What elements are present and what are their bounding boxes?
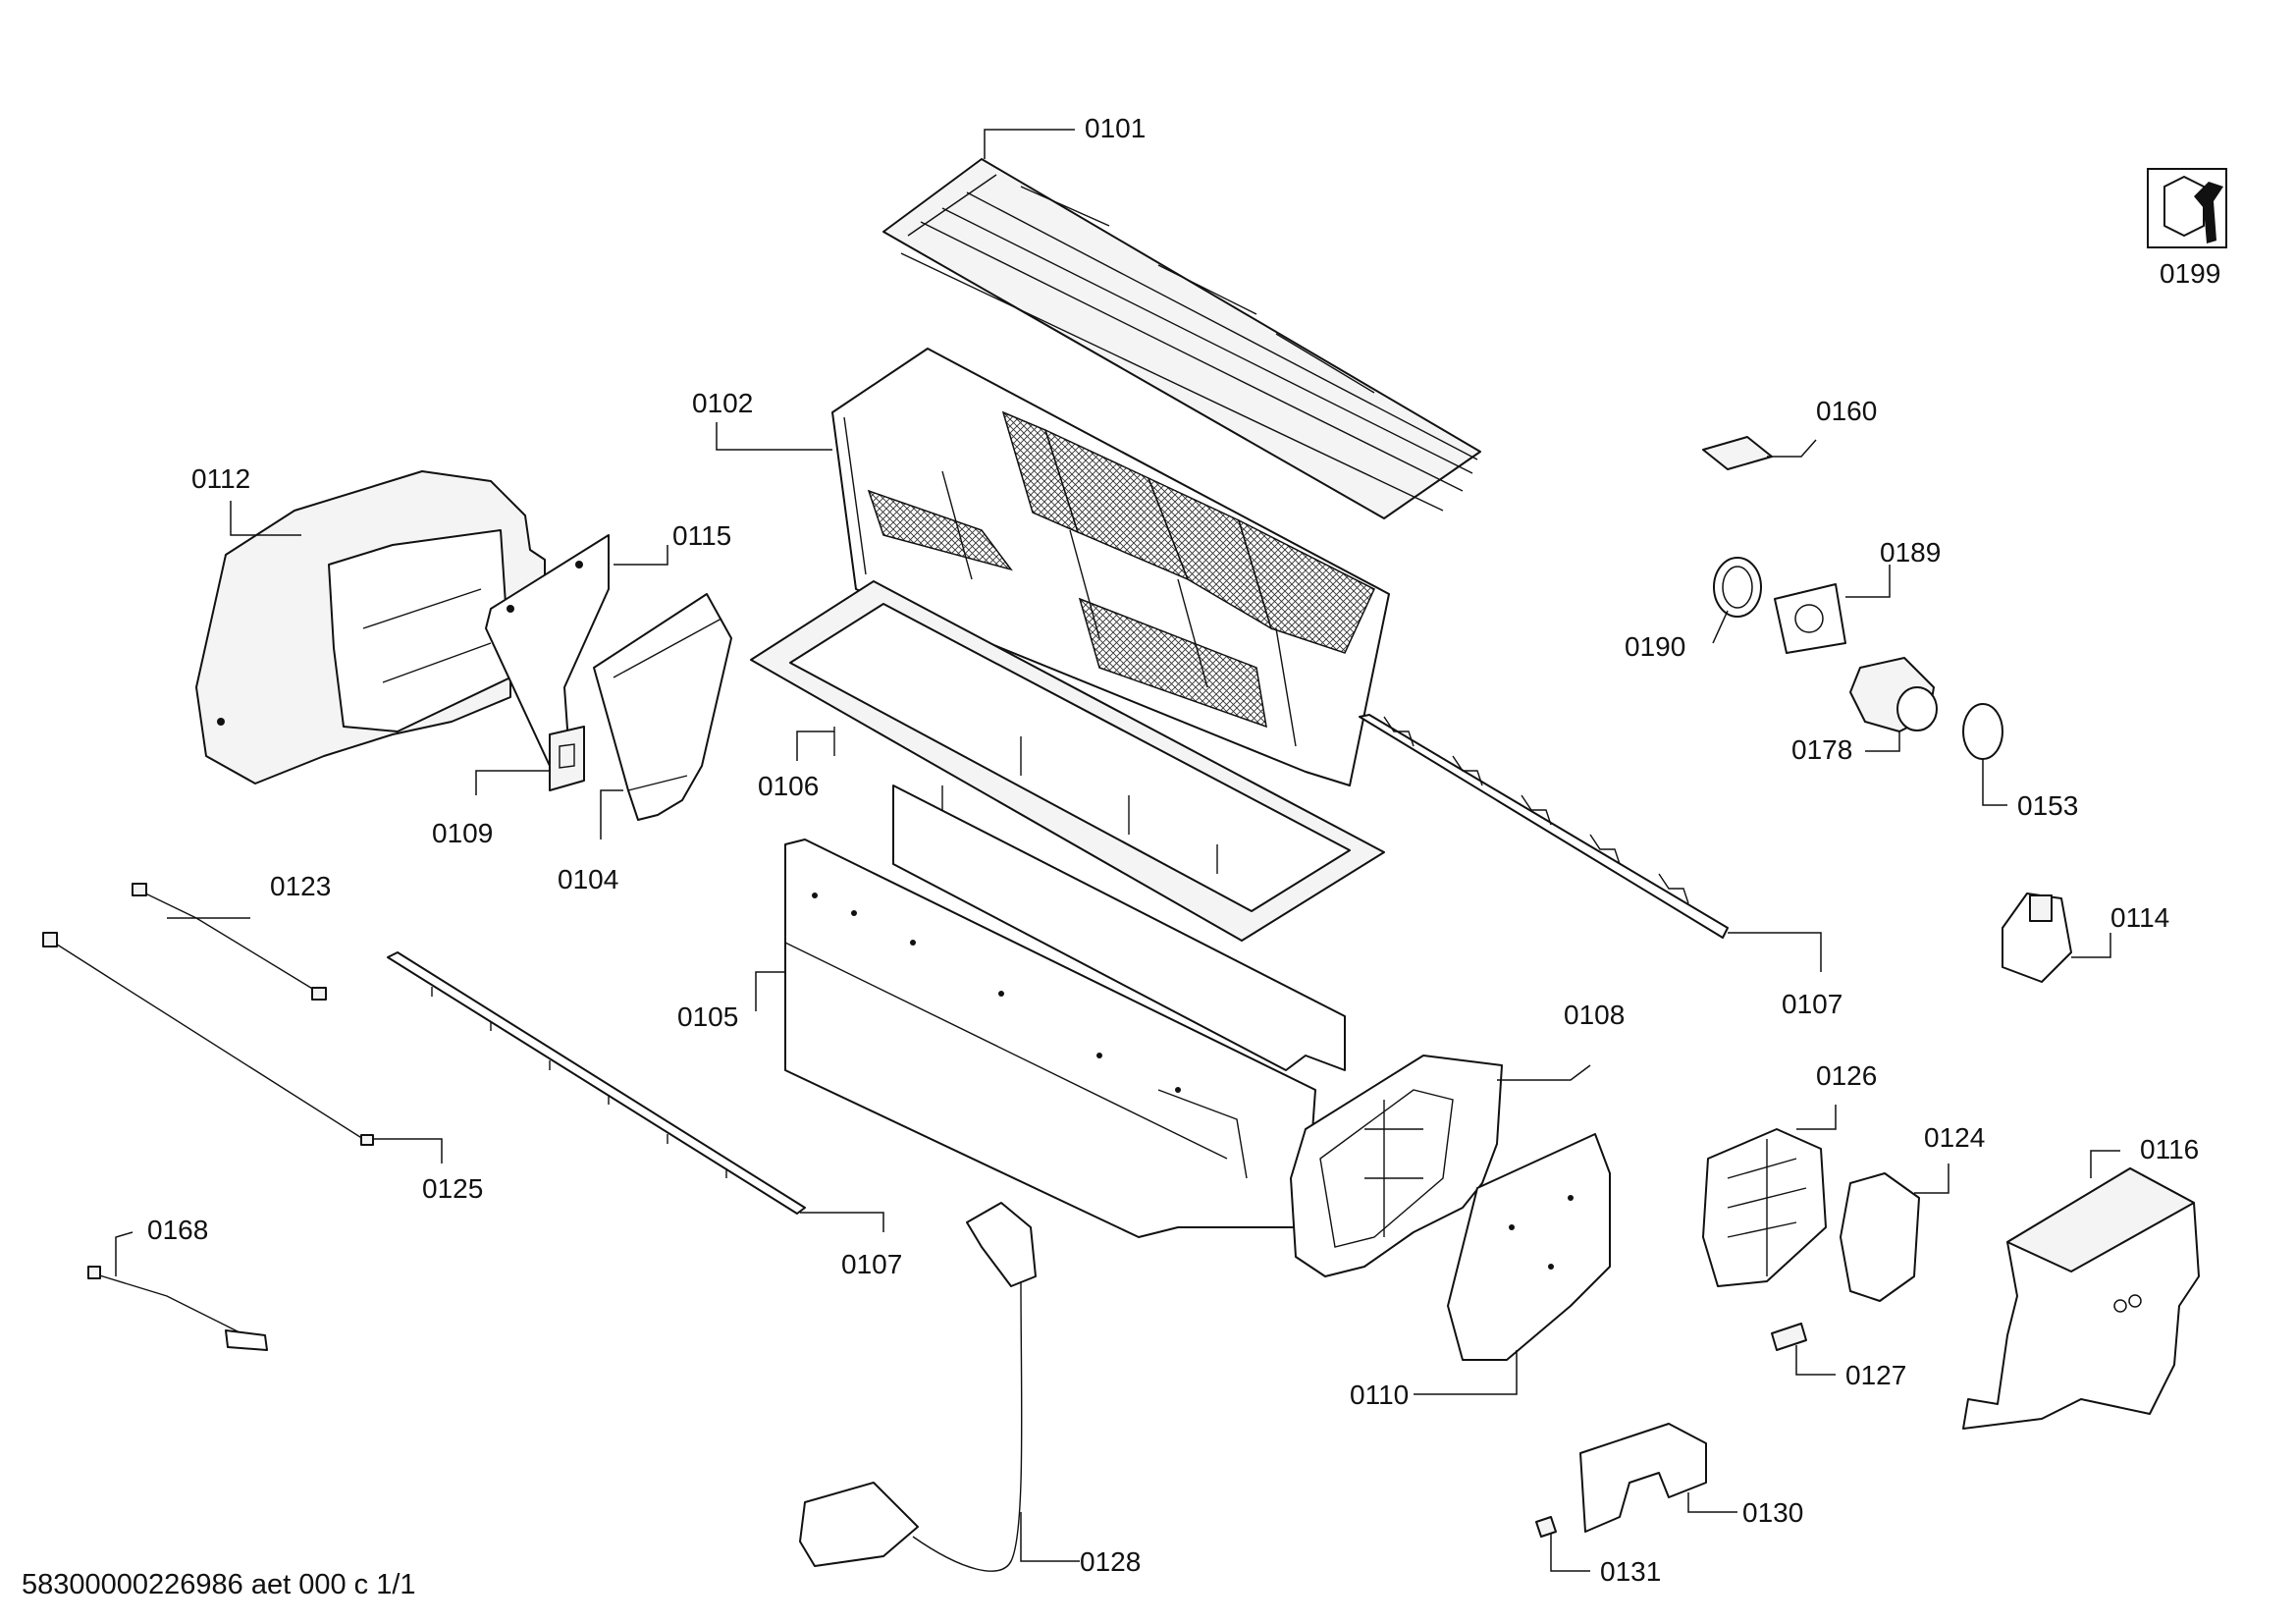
- part-0128-mains-cable: 0128: [799, 1202, 1141, 1577]
- part-0123-cable: 0123: [132, 871, 331, 1001]
- label-0128: 0128: [1080, 1546, 1141, 1577]
- label-0104: 0104: [558, 864, 618, 894]
- label-0107a: 0107: [841, 1249, 902, 1279]
- part-0114-connector: 0114: [2002, 893, 2169, 983]
- label-0131: 0131: [1600, 1556, 1661, 1587]
- label-0126: 0126: [1816, 1060, 1877, 1091]
- label-0125: 0125: [422, 1173, 483, 1204]
- label-0112: 0112: [191, 463, 250, 494]
- label-0110: 0110: [1350, 1380, 1409, 1410]
- label-0178: 0178: [1791, 734, 1852, 765]
- label-0107b: 0107: [1782, 989, 1842, 1019]
- label-0130: 0130: [1742, 1497, 1803, 1528]
- part-0126-pcb: 0126: [1702, 1060, 1877, 1287]
- label-0109: 0109: [432, 818, 493, 848]
- part-0108-frame: 0108: [1290, 1000, 1625, 1277]
- part-0125-cable: 0125: [42, 932, 483, 1204]
- part-0101-top-grille: 0101: [882, 113, 1481, 519]
- label-0153: 0153: [2017, 790, 2078, 821]
- label-0189: 0189: [1880, 537, 1941, 568]
- part-0102-housing: 0102: [692, 348, 1390, 786]
- part-0107-rail-left: 0107: [387, 951, 902, 1279]
- part-0107-rail-right: 0107: [1359, 714, 1842, 1019]
- part-0112-side-cover: 0112: [191, 463, 546, 785]
- label-0108: 0108: [1564, 1000, 1625, 1030]
- label-0127: 0127: [1845, 1360, 1906, 1390]
- label-0106: 0106: [758, 771, 819, 801]
- part-0124-pcb-cover: 0124: [1840, 1122, 1985, 1302]
- label-0114: 0114: [2110, 902, 2169, 933]
- wrench-nut-icon: [2163, 176, 2223, 244]
- part-0199-service-kit: 0199: [2147, 168, 2227, 289]
- label-0199: 0199: [2160, 258, 2220, 289]
- part-0178-motor: 0178: [1791, 657, 1938, 765]
- label-0160: 0160: [1816, 396, 1877, 426]
- label-0102: 0102: [692, 388, 753, 418]
- part-0190-ring: 0190: [1625, 557, 1762, 662]
- label-0168: 0168: [147, 1215, 208, 1245]
- label-0190: 0190: [1625, 631, 1685, 662]
- part-0116-base: 0116: [1962, 1134, 2200, 1430]
- part-0109-board: 0109: [432, 726, 585, 848]
- label-0116: 0116: [2140, 1134, 2199, 1164]
- drawing-id: 58300000226986 aet 000 c 1/1: [22, 1569, 416, 1600]
- part-0115-bracket: 0115: [485, 520, 731, 767]
- label-0124: 0124: [1924, 1122, 1985, 1153]
- part-0110-plate: 0110: [1350, 1133, 1611, 1410]
- label-0115: 0115: [672, 520, 731, 551]
- label-0105: 0105: [677, 1001, 738, 1032]
- part-0160-clip: 0160: [1702, 396, 1877, 470]
- part-0131-screw: 0131: [1535, 1516, 1661, 1587]
- label-0101: 0101: [1085, 113, 1146, 143]
- part-0189-plate: 0189: [1774, 537, 1941, 654]
- label-0123: 0123: [270, 871, 331, 901]
- part-0153-o-ring: 0153: [1962, 703, 2078, 821]
- part-0130-bracket: 0130: [1579, 1423, 1803, 1533]
- part-0106-tray-frame: 0106: [750, 580, 1385, 942]
- part-0127-clip: 0127: [1771, 1323, 1906, 1390]
- part-0105-front-panel: 0105: [677, 785, 1346, 1238]
- part-0104-air-guide: 0104: [558, 593, 732, 894]
- part-0168-sensor: 0168: [87, 1215, 268, 1351]
